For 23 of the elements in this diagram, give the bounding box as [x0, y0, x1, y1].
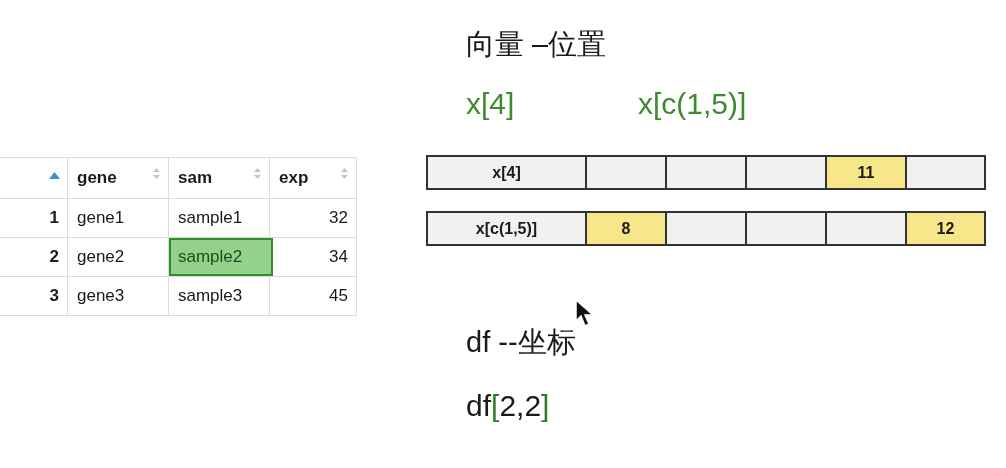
code-text: x[4]	[466, 86, 515, 122]
table-cell: 45	[270, 277, 357, 316]
table-cell: gene3	[68, 277, 169, 316]
table-cell: 34	[270, 238, 357, 277]
highlighted-vector-cell: 11	[825, 155, 907, 190]
row-number: 1	[0, 199, 68, 238]
table-cell: gene1	[68, 199, 169, 238]
column-name: exp	[279, 167, 309, 190]
heading-text: 向量 –位置	[466, 27, 607, 62]
vector-cell: x[4]	[426, 155, 587, 190]
table-cell: 32	[270, 199, 357, 238]
column-name: gene	[77, 167, 117, 190]
vector-cell: x[c(1,5)]	[426, 211, 587, 246]
row-number: 2	[0, 238, 68, 277]
code-text: x[c(1,5)]	[638, 86, 747, 122]
table-cell: sample3	[169, 277, 270, 316]
heading-text: df --坐标	[466, 325, 576, 360]
code-text: df[2,2]	[466, 388, 550, 424]
row-number: 3	[0, 277, 68, 316]
highlighted-vector-cell: 8	[585, 211, 667, 246]
highlighted-vector-cell: 12	[905, 211, 986, 246]
column-name: sam	[178, 167, 213, 190]
selected-table-cell: sample2	[169, 238, 273, 276]
